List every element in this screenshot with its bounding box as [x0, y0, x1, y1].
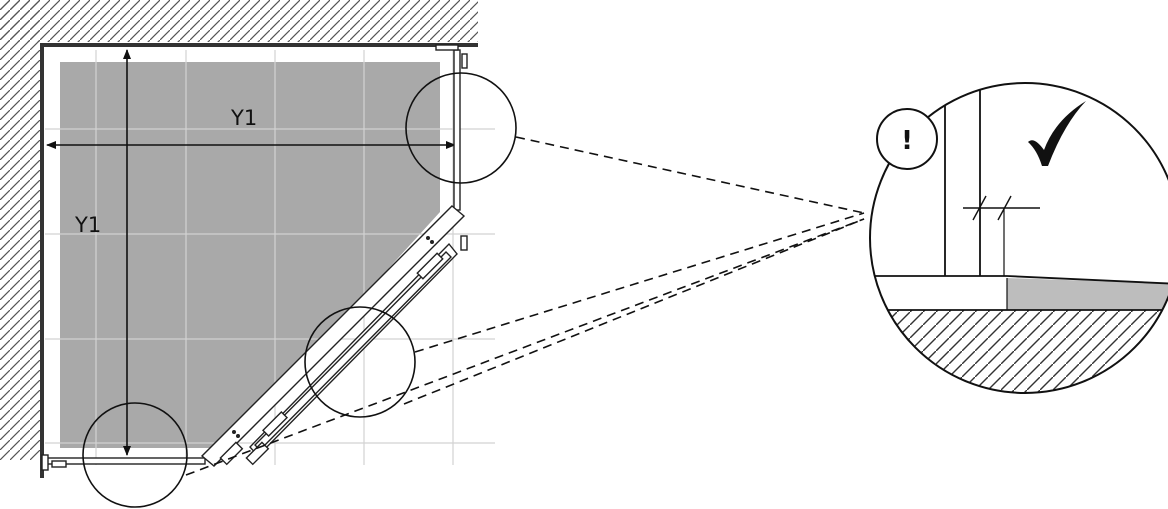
door-handle-upper — [416, 252, 444, 280]
shower-floor — [60, 62, 440, 448]
leader-lines — [185, 136, 865, 476]
dimension-label-vertical: Y1 — [74, 213, 101, 237]
warning-symbol: ! — [901, 126, 913, 156]
magnified-detail-circle — [869, 82, 1168, 394]
wall-hatching — [0, 0, 478, 460]
dimension-label-horizontal: Y1 — [230, 106, 257, 130]
wall-lines — [40, 43, 478, 478]
detail-callout-circles — [82, 72, 517, 508]
warning-icon — [876, 108, 938, 170]
callout-circle-top-right — [405, 72, 517, 184]
checkmark-icon — [1028, 101, 1086, 166]
dimension-arrows — [46, 49, 456, 456]
roller-dots — [232, 236, 434, 438]
warning-badge: ! — [876, 108, 938, 170]
diagonal-sliding-door-outer — [200, 205, 466, 467]
shower-enclosure — [41, 44, 468, 471]
door-handle-lower — [261, 410, 289, 438]
callout-circle-bottom-left — [82, 402, 188, 508]
bottom-wall-profile — [46, 457, 206, 465]
callout-circle-center — [304, 306, 416, 418]
